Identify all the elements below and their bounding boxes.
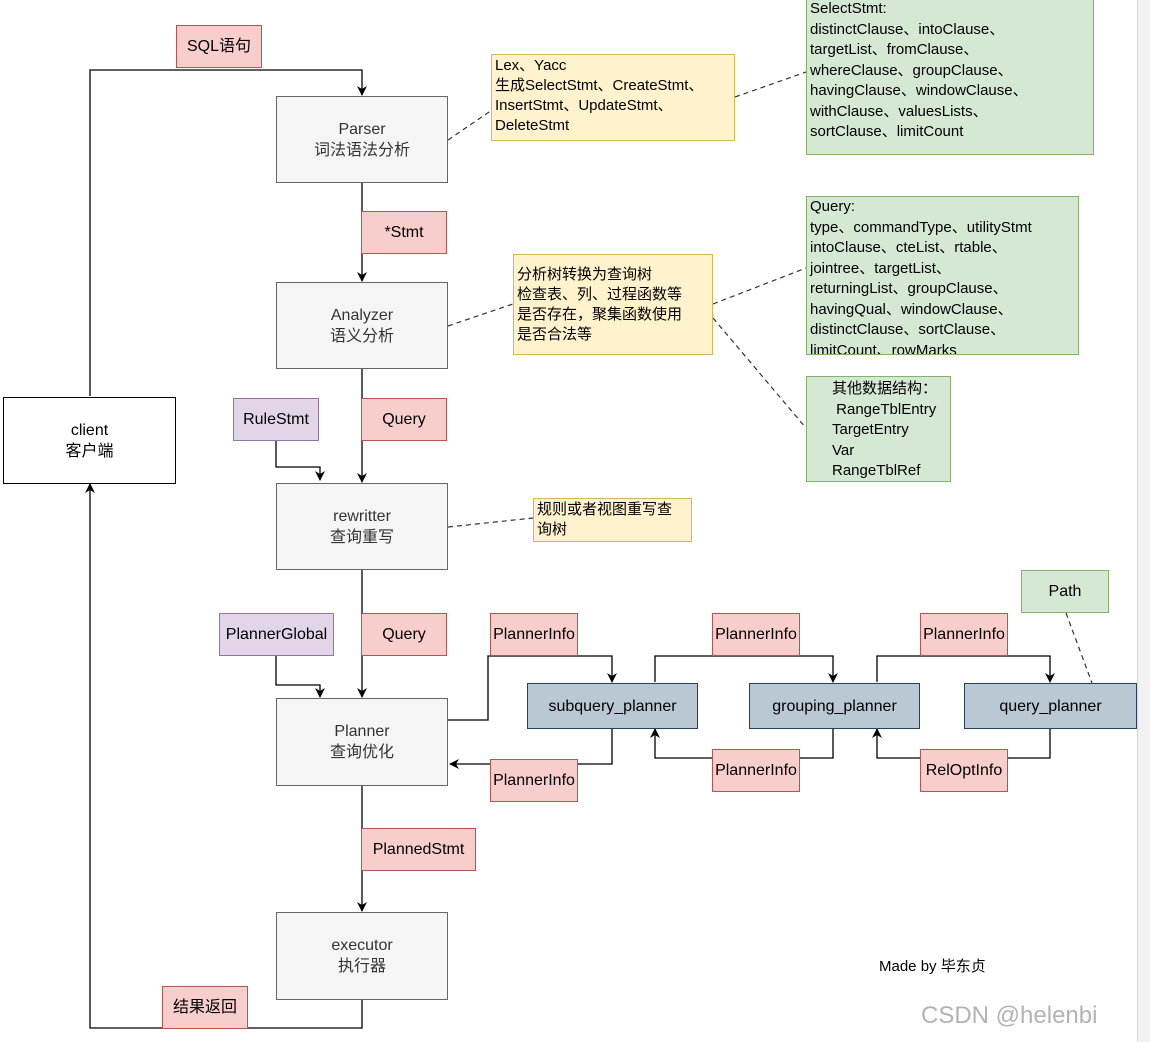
- planner-subtitle: 查询优化: [329, 744, 394, 761]
- note-line: distinctClause、intoClause、: [810, 20, 1005, 38]
- select-stmt-note: SelectStmt: distinctClause、intoClause、 t…: [806, 0, 1094, 155]
- analyzer-box: Analyzer 语义分析: [276, 282, 448, 369]
- path-label: Path: [1021, 570, 1109, 613]
- watermark: CSDN @helenbi: [921, 1002, 1098, 1029]
- other-structs-note: 其他数据结构： RangeTblEntry TargetEntry Var Ra…: [806, 376, 951, 482]
- analyzer-note: 分析树转换为查询树 检查表、列、过程函数等 是否存在，聚集函数使用 是否合法等: [513, 254, 713, 355]
- parser-note: Lex、Yacc 生成SelectStmt、CreateStmt、 Insert…: [491, 54, 735, 141]
- query-struct-note: Query: type、commandType、utilityStmt into…: [806, 196, 1079, 355]
- note-line: 规则或者视图重写查: [537, 501, 673, 518]
- planner-title: Planner: [334, 723, 390, 740]
- page-scroll-edge: [1137, 0, 1150, 1042]
- stmt-label: *Stmt: [361, 211, 447, 254]
- note-line: 分析树转换为查询树: [517, 266, 653, 283]
- note-line: limitCount、rowMarks: [810, 341, 957, 355]
- note-line: targetList、fromClause、: [810, 41, 979, 58]
- note-line: jointree、targetList、: [810, 259, 951, 277]
- note-line: sortClause、limitCount: [810, 123, 964, 140]
- parser-subtitle: 词法语法分析: [313, 141, 410, 159]
- result-label: 结果返回: [162, 986, 248, 1029]
- note-line: withClause、valuesLists、: [810, 102, 988, 120]
- query-label-2: Query: [361, 613, 447, 656]
- executor-box: executor 执行器: [276, 912, 448, 1000]
- query-planner-box: query_planner: [964, 683, 1137, 729]
- parser-title: Parser: [338, 120, 386, 138]
- query-label-1: Query: [361, 398, 447, 441]
- grouping-planner-box: grouping_planner: [749, 683, 920, 729]
- executor-title: executor: [331, 937, 393, 954]
- note-line: 是否存在，聚集函数使用: [517, 306, 683, 323]
- analyzer-subtitle: 语义分析: [329, 327, 394, 345]
- note-line: SelectStmt:: [810, 0, 887, 17]
- note-line: DeleteStmt: [495, 117, 570, 134]
- note-line: 是否合法等: [517, 326, 593, 343]
- note-line: 生成SelectStmt、CreateStmt、: [495, 77, 704, 94]
- rel-opt-info-label: RelOptInfo: [920, 749, 1008, 792]
- planner-global-label: PlannerGlobal: [219, 613, 334, 656]
- note-line: 其他数据结构：: [832, 380, 938, 397]
- note-line: Var: [832, 441, 855, 459]
- note-line: TargetEntry: [832, 421, 909, 438]
- note-line: 检查表、列、过程函数等: [517, 286, 683, 303]
- note-line: InsertStmt、UpdateStmt、: [495, 97, 673, 114]
- planner-info-top-2: PlannerInfo: [712, 613, 800, 656]
- planner-info-top-3: PlannerInfo: [920, 613, 1008, 656]
- rewriter-note: 规则或者视图重写查 询树: [533, 498, 692, 542]
- analyzer-title: Analyzer: [330, 306, 394, 324]
- executor-subtitle: 执行器: [337, 958, 386, 975]
- note-line: havingClause、windowClause、: [810, 82, 1028, 99]
- client-subtitle: 客户端: [65, 442, 114, 460]
- note-line: distinctClause、sortClause、: [810, 321, 1006, 338]
- note-line: havingQual、windowClause、: [810, 300, 1013, 318]
- parser-box: Parser 词法语法分析: [276, 96, 448, 183]
- planner-info-bottom-2: PlannerInfo: [712, 749, 800, 792]
- sql-label: SQL语句: [176, 25, 262, 68]
- note-line: type、commandType、utilityStmt: [810, 218, 1032, 236]
- author-credit: Made by 毕东贞: [879, 958, 986, 975]
- note-line: RangeTblEntry: [832, 400, 937, 418]
- note-line: Lex、Yacc: [495, 57, 567, 74]
- planner-box: Planner 查询优化: [276, 698, 448, 786]
- note-line: 询树: [537, 521, 568, 538]
- planner-info-bottom-1: PlannerInfo: [490, 759, 578, 802]
- rewriter-title: rewritter: [333, 507, 391, 525]
- note-line: RangeTblRef: [832, 462, 921, 479]
- planned-stmt-label: PlannedStmt: [361, 828, 476, 871]
- note-line: returningList、groupClause、: [810, 280, 1008, 297]
- rewriter-subtitle: 查询重写: [329, 528, 394, 546]
- note-line: whereClause、groupClause、: [810, 61, 1013, 79]
- rule-stmt-label: RuleStmt: [233, 398, 319, 441]
- note-line: Query:: [810, 198, 856, 215]
- subquery-planner-box: subquery_planner: [527, 683, 698, 729]
- note-line: intoClause、cteList、rtable、: [810, 239, 1007, 256]
- rewriter-box: rewritter 查询重写: [276, 483, 448, 570]
- client-title: client: [70, 421, 109, 439]
- client-box: client 客户端: [3, 397, 176, 484]
- planner-info-top-1: PlannerInfo: [490, 613, 578, 656]
